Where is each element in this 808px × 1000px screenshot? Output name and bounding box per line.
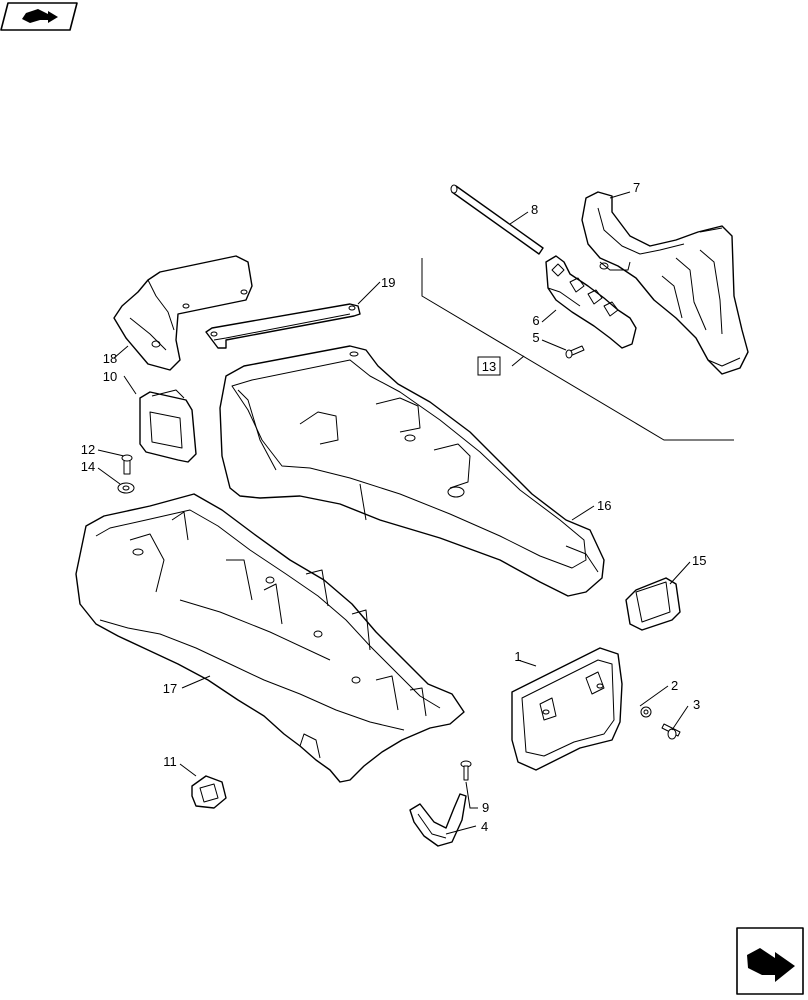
part-4-clamp	[409, 793, 467, 847]
callout-11: 11	[163, 754, 177, 769]
part-12-bolt	[121, 454, 133, 475]
callout-10: 10	[103, 369, 117, 384]
part-17-lower-housing	[75, 493, 465, 783]
callout-9: 9	[482, 800, 489, 815]
part-16-console-housing	[219, 345, 605, 597]
book-arrow-icon[interactable]	[0, 2, 78, 31]
part-2-nut	[640, 706, 652, 718]
callout-12: 12	[81, 442, 95, 457]
part-10-bezel	[139, 389, 197, 463]
callout-5: 5	[532, 330, 539, 345]
leader-lines	[97, 191, 691, 835]
callout-14: 14	[81, 459, 95, 474]
callout-box-13	[477, 356, 501, 376]
part-9-screw	[460, 760, 472, 781]
next-page-arrow-icon[interactable]	[736, 927, 804, 995]
callout-13: 13	[482, 359, 496, 374]
callout-16: 16	[597, 498, 611, 513]
part-3-bolt	[661, 723, 681, 740]
part-18-cover	[113, 255, 253, 371]
part-5-screw	[565, 345, 585, 359]
callout-18: 18	[103, 351, 117, 366]
part-14-washer	[117, 482, 135, 494]
callout-7: 7	[633, 180, 640, 195]
part-8-rod	[450, 184, 544, 255]
part-15-plug	[625, 577, 681, 631]
callout-3: 3	[693, 697, 700, 712]
callout-4: 4	[481, 819, 488, 834]
callout-17: 17	[163, 681, 177, 696]
part-7-bracket	[581, 191, 749, 375]
part-11-clip	[191, 775, 227, 809]
callout-15: 15	[692, 553, 706, 568]
callout-19: 19	[381, 275, 395, 290]
callout-6: 6	[532, 313, 539, 328]
callout-1: 1	[514, 649, 521, 664]
part-6-clip-strip	[545, 255, 637, 349]
callout-2: 2	[671, 678, 678, 693]
part-1-panel	[511, 647, 623, 771]
callout-8: 8	[531, 202, 538, 217]
part-19-strip	[205, 303, 361, 349]
assembly-reference-line	[421, 258, 734, 441]
